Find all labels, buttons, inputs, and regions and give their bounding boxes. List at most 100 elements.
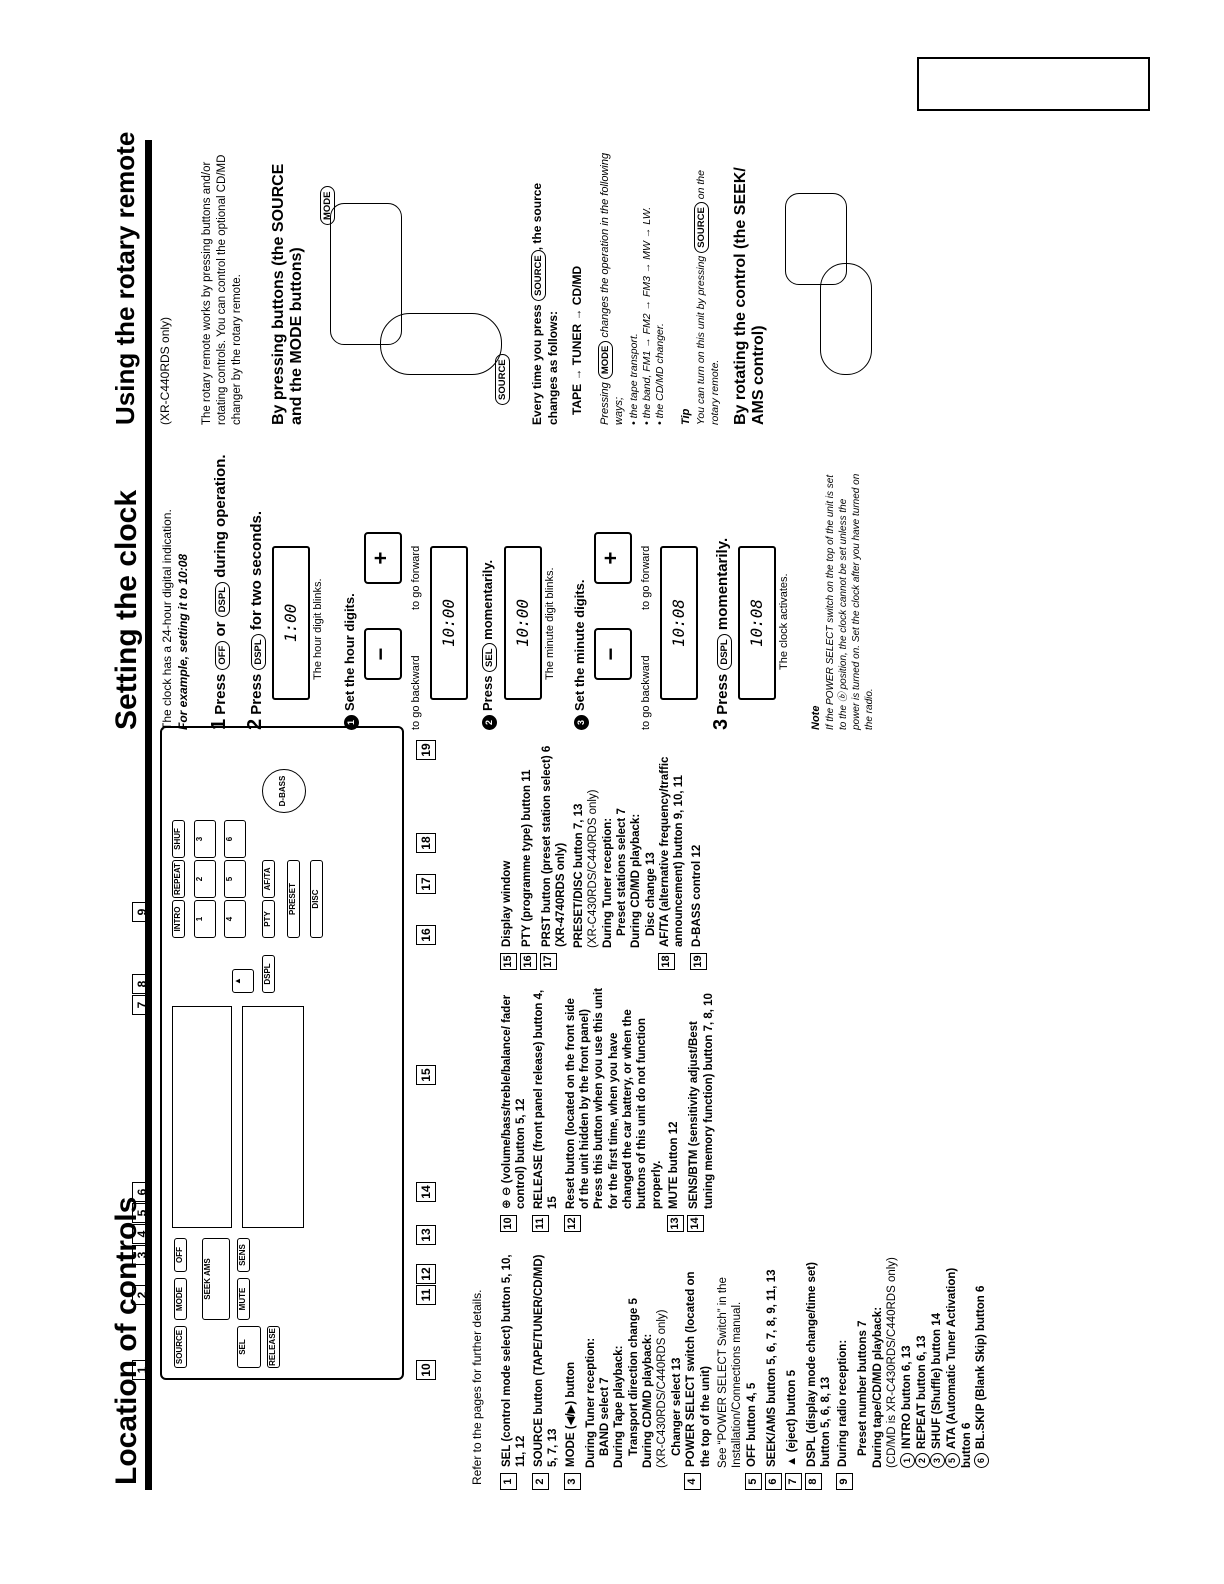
- controls-col-2: 10⊕ ⊖ (volume/bass/treble/balance/ fader…: [500, 987, 719, 1232]
- source-button-glyph: SOURCE: [694, 202, 709, 253]
- dspl-button-glyph: DSPL: [251, 634, 266, 670]
- panel-release-button[interactable]: RELEASE: [267, 1326, 280, 1368]
- panel-intro-label: INTRO: [172, 900, 185, 938]
- clock-intro: The clock has a 24-hour digital indicati…: [160, 509, 174, 730]
- panel-pty-button[interactable]: PTY: [262, 900, 275, 938]
- panel-source-button[interactable]: SOURCE: [174, 1326, 187, 1368]
- sub-text: ATA (Automatic Tuner Activation) button …: [945, 1267, 973, 1468]
- callout-13: 13: [416, 1225, 436, 1245]
- clock-sub-1: 1Set the hour digits.: [342, 593, 359, 730]
- callout-8: 8: [132, 974, 152, 994]
- panel-sens-button[interactable]: SENS: [237, 1238, 250, 1272]
- sel-button-glyph: SEL: [482, 643, 497, 672]
- preset-4-button[interactable]: 4: [224, 900, 246, 938]
- plus-button[interactable]: +: [594, 532, 632, 584]
- plus-button[interactable]: +: [364, 532, 402, 584]
- panel-mode-button[interactable]: MODE: [174, 1278, 187, 1320]
- clock-note: If the POWER SELECT switch on the top of…: [825, 473, 875, 730]
- mode-button-glyph: MODE: [598, 340, 613, 380]
- rotary-pressing-text: Pressing MODE changes the operation in t…: [598, 152, 625, 425]
- rotary-heading-rotate: By rotating the control (the SEEK/ AMS c…: [732, 167, 768, 425]
- sub-text: (XR-C430RDS/C440RDS only): [656, 1309, 669, 1469]
- sub-text: Disc change 13: [644, 852, 657, 936]
- sub-text: BL.SKIP (Blank Skip) button 6: [974, 1285, 987, 1449]
- sub-text: BAND select 7: [598, 1377, 611, 1456]
- rotary-tip-title: Tip: [680, 408, 692, 425]
- clock-sub-2: 2Press SEL momentarily.: [480, 560, 497, 730]
- lcd-display-5: 10:08: [738, 546, 776, 700]
- control-item: 7▲ (eject) button 5: [784, 1252, 802, 1490]
- rotary-models: (XR-C440RDS only): [158, 316, 172, 425]
- panel-seek-ams-button[interactable]: SEEK AMS: [202, 1238, 230, 1320]
- caption-forward: to go forward: [410, 545, 422, 610]
- preset-2-button[interactable]: 2: [194, 860, 216, 898]
- panel-eject-button[interactable]: ▲: [232, 969, 254, 993]
- preset-5-button[interactable]: 5: [224, 860, 246, 898]
- sub-text: (XR-C430RDS/C440RDS only): [587, 789, 600, 949]
- callout-12: 12: [416, 1264, 436, 1284]
- caption-backward: to go backward: [640, 655, 652, 730]
- rotary-way-2: • the band, FM1 → FM2 → FM3 → MW → LW.: [641, 206, 653, 425]
- panel-shuf-label: SHUF: [172, 820, 185, 858]
- minus-button[interactable]: −: [364, 628, 402, 680]
- sub-text: PRESET/DISC button 7, 13: [572, 803, 585, 948]
- remote-rotate-illustration: [780, 175, 890, 405]
- panel-dbass-knob[interactable]: D-BASS: [262, 769, 306, 813]
- lcd-display-3: 10:00: [504, 546, 542, 700]
- callout-16: 16: [416, 925, 436, 945]
- sub-text: During Tape playback:: [613, 1345, 626, 1468]
- lcd-display-4: 10:08: [660, 546, 698, 700]
- sub-text: During tape/CD/MD playback:: [871, 1306, 884, 1468]
- callout-5: 5: [132, 1203, 152, 1223]
- panel-repeat-label: REPEAT: [172, 860, 185, 898]
- source-label: SOURCE: [495, 354, 510, 405]
- rotary-tip: You can turn on this unit by pressing SO…: [694, 170, 721, 425]
- sub-text: During Tuner reception:: [584, 1337, 597, 1468]
- rotary-every-text: Every time you press SOURCE, the source …: [530, 182, 560, 425]
- callout-1: 1: [132, 1360, 152, 1380]
- sub-text: Changer select 13: [670, 1357, 683, 1456]
- dspl-button-glyph: DSPL: [215, 581, 230, 618]
- caption-backward: to go backward: [410, 655, 422, 730]
- panel-preset-disc-button[interactable]: PRESET: [287, 860, 300, 938]
- panel-off-button[interactable]: OFF: [174, 1238, 187, 1272]
- panel-dspl-button[interactable]: DSPL: [262, 955, 275, 993]
- rotary-way-3: • the CD/MD changer.: [654, 323, 666, 425]
- front-panel-illustration: SOURCE MODE OFF SEEK AMS SEL MUTE SENS R…: [160, 726, 404, 1380]
- panel-mute-button[interactable]: MUTE: [237, 1278, 250, 1320]
- rotary-intro: The rotary remote works by pressing butt…: [201, 154, 243, 425]
- preset-3-button[interactable]: 3: [194, 820, 216, 858]
- preset-1-button[interactable]: 1: [194, 900, 216, 938]
- clock-title: Setting the clock: [110, 489, 143, 730]
- control-item: 10⊕ ⊖ (volume/bass/treble/balance/ fader…: [500, 987, 529, 1232]
- sub-text: During CD/MD playback:: [642, 1333, 654, 1468]
- clock-sub-3: 3Set the minute digits.: [572, 580, 589, 730]
- rotary-title: Using the rotary remote: [110, 131, 140, 425]
- callout-19: 19: [416, 740, 436, 760]
- clock-step-2: 2 Press DSPL for two seconds.: [244, 510, 266, 730]
- callout-2: 2: [132, 1285, 152, 1305]
- sub-text: INTRO button 6, 13: [900, 1345, 913, 1450]
- callout-10: 10: [416, 1360, 436, 1380]
- header-box: [917, 57, 1150, 111]
- preset-6-button[interactable]: 6: [224, 820, 246, 858]
- panel-sel-button[interactable]: SEL: [237, 1326, 261, 1368]
- sub-text: During Tuner reception:: [601, 817, 614, 948]
- minus-button[interactable]: −: [594, 628, 632, 680]
- panel-af-ta-button[interactable]: AF/TA: [262, 860, 275, 898]
- callout-17: 17: [416, 874, 436, 894]
- callout-7: 7: [132, 995, 152, 1015]
- sub-text: Preset stations select 7: [615, 808, 628, 936]
